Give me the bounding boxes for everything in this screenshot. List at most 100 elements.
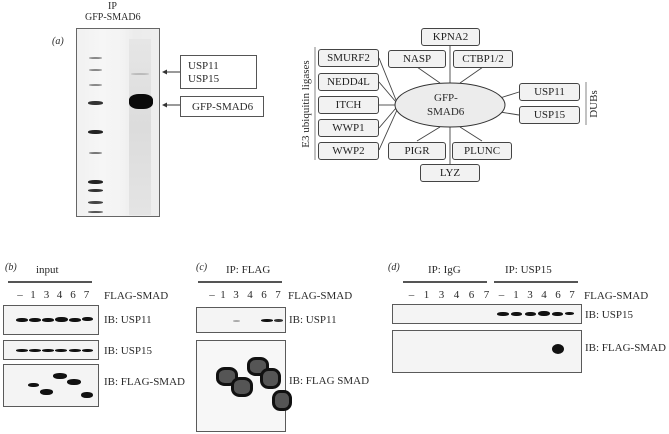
panel-b-header-rule: [8, 281, 92, 283]
gfp-smad6-band: [129, 94, 153, 109]
node-kpna2: KPNA2: [421, 28, 480, 46]
usp-faint-band: [131, 73, 149, 75]
edge-nasp: [416, 66, 441, 84]
blot-band: [231, 377, 253, 397]
lane-label: 6: [555, 289, 561, 301]
blot-band: [67, 379, 81, 385]
edge-wwp2: [378, 109, 398, 151]
blot-c-flag-smad-label: IB: FLAG SMAD: [289, 375, 370, 387]
lane-label: –: [408, 289, 415, 301]
blot-c-flag-smad: [196, 340, 292, 432]
lane-label: 4: [453, 289, 460, 301]
blot-band: [261, 319, 273, 322]
blot-band: [69, 349, 81, 352]
lane-label: 7: [275, 289, 281, 301]
bait-annotation: GFP-SMAD6: [192, 101, 254, 113]
blot-d-usp15: [392, 304, 582, 324]
blot-b-usp11-label: IB: USP11: [104, 314, 152, 326]
ladder-band: [88, 189, 103, 192]
ladder-band: [88, 180, 103, 184]
node-wwp2: WWP2: [318, 142, 379, 160]
panel-d-label: (d): [388, 262, 400, 273]
hub-label-line1: GFP-: [434, 92, 458, 104]
blot-band: [82, 349, 93, 352]
panel-a-label: (a): [52, 36, 64, 47]
ladder-band: [89, 57, 102, 59]
lane-label: 6: [261, 289, 267, 301]
node-wwp1: WWP1: [318, 119, 379, 137]
dub-group-label: DUBs: [588, 90, 600, 118]
lane-label: 4: [247, 289, 253, 301]
hub-label-line2: SMAD6: [427, 106, 465, 118]
panel-b-label: (b): [5, 262, 17, 273]
blot-band: [28, 383, 39, 387]
blot-band: [42, 349, 54, 352]
node-plunc: PLUNC: [452, 142, 512, 160]
node-nasp: NASP: [388, 50, 446, 68]
lane-label: 3: [438, 289, 445, 301]
sample-lane: [129, 39, 151, 215]
node-usp15: USP15: [519, 106, 580, 124]
node-smurf2: SMURF2: [318, 49, 379, 67]
blot-d-flag-smad: [392, 330, 582, 373]
panel-c-lane-row-label: FLAG-SMAD: [288, 290, 353, 302]
blot-c-usp11: [196, 307, 286, 333]
blot-b-usp15: [3, 340, 99, 360]
node-pigr: PIGR: [388, 142, 446, 160]
blot-band: [42, 318, 54, 322]
blot-b-flag-smad: [3, 364, 99, 407]
node-nedd4l: NEDD4L: [318, 73, 379, 91]
panel-d-header-igg: IP: IgG: [428, 264, 461, 276]
node-usp11: USP11: [519, 83, 580, 101]
panel-c-label: (c): [196, 262, 208, 273]
panel-b-lane-labels: – 1 3 4 6 7: [14, 289, 93, 301]
blot-band: [233, 320, 240, 322]
node-ctbp: CTBP1/2: [453, 50, 513, 68]
blot-band: [16, 349, 28, 352]
blot-band: [274, 319, 283, 322]
gfp-smad6-hub: [394, 82, 506, 128]
blot-band: [260, 368, 281, 389]
node-lyz: LYZ: [420, 164, 480, 182]
blot-d-usp15-label: IB: USP15: [585, 309, 633, 321]
blot-b-usp11: [3, 305, 99, 335]
blot-band: [538, 311, 550, 316]
ladder-band: [89, 84, 102, 86]
lane-label: –: [498, 289, 505, 301]
edge-nedd4l: [378, 81, 397, 103]
lane-label: 4: [541, 289, 547, 301]
blot-d-flag-smad-label: IB: FLAG-SMAD: [585, 342, 666, 354]
panel-d-lane-labels: – 1 3 4 6 7 – 1 3 4 6 7: [404, 289, 579, 301]
blot-b-usp15-label: IB: USP15: [104, 345, 152, 357]
blot-band: [552, 312, 563, 316]
lane-label: 1: [513, 289, 519, 301]
lane-label: 7: [83, 289, 90, 301]
lane-label: 1: [423, 289, 430, 301]
blot-b-flag-smad-label: IB: FLAG-SMAD: [104, 376, 185, 388]
panel-d-header-rule-igg: [403, 281, 487, 283]
bait-annotation-box: GFP-SMAD6: [180, 96, 264, 117]
ladder-band: [88, 101, 103, 105]
ladder-band: [88, 211, 103, 213]
blot-band: [272, 390, 292, 411]
lane-label: 4: [56, 289, 63, 301]
edge-plunc: [459, 126, 483, 142]
edge-smurf2: [378, 57, 397, 101]
lane-label: 1: [30, 289, 36, 301]
blot-band: [497, 312, 509, 316]
e3-group-label: E3 ubiquitin ligases: [300, 60, 312, 148]
blot-band: [82, 317, 93, 321]
ladder-band: [88, 130, 103, 134]
usp15-annotation: USP15: [188, 73, 220, 85]
ladder-band: [89, 69, 102, 71]
panel-b-lane-row-label: FLAG-SMAD: [104, 290, 169, 302]
blot-band: [29, 349, 41, 352]
usp11-annotation: USP11: [188, 60, 219, 72]
node-itch: ITCH: [318, 96, 379, 114]
panel-c-header: IP: FLAG: [226, 264, 271, 276]
blot-band: [53, 373, 67, 379]
lane-label: 3: [233, 289, 239, 301]
gel-title-ip: IP: [108, 1, 117, 12]
panel-b-header: input: [36, 264, 59, 276]
